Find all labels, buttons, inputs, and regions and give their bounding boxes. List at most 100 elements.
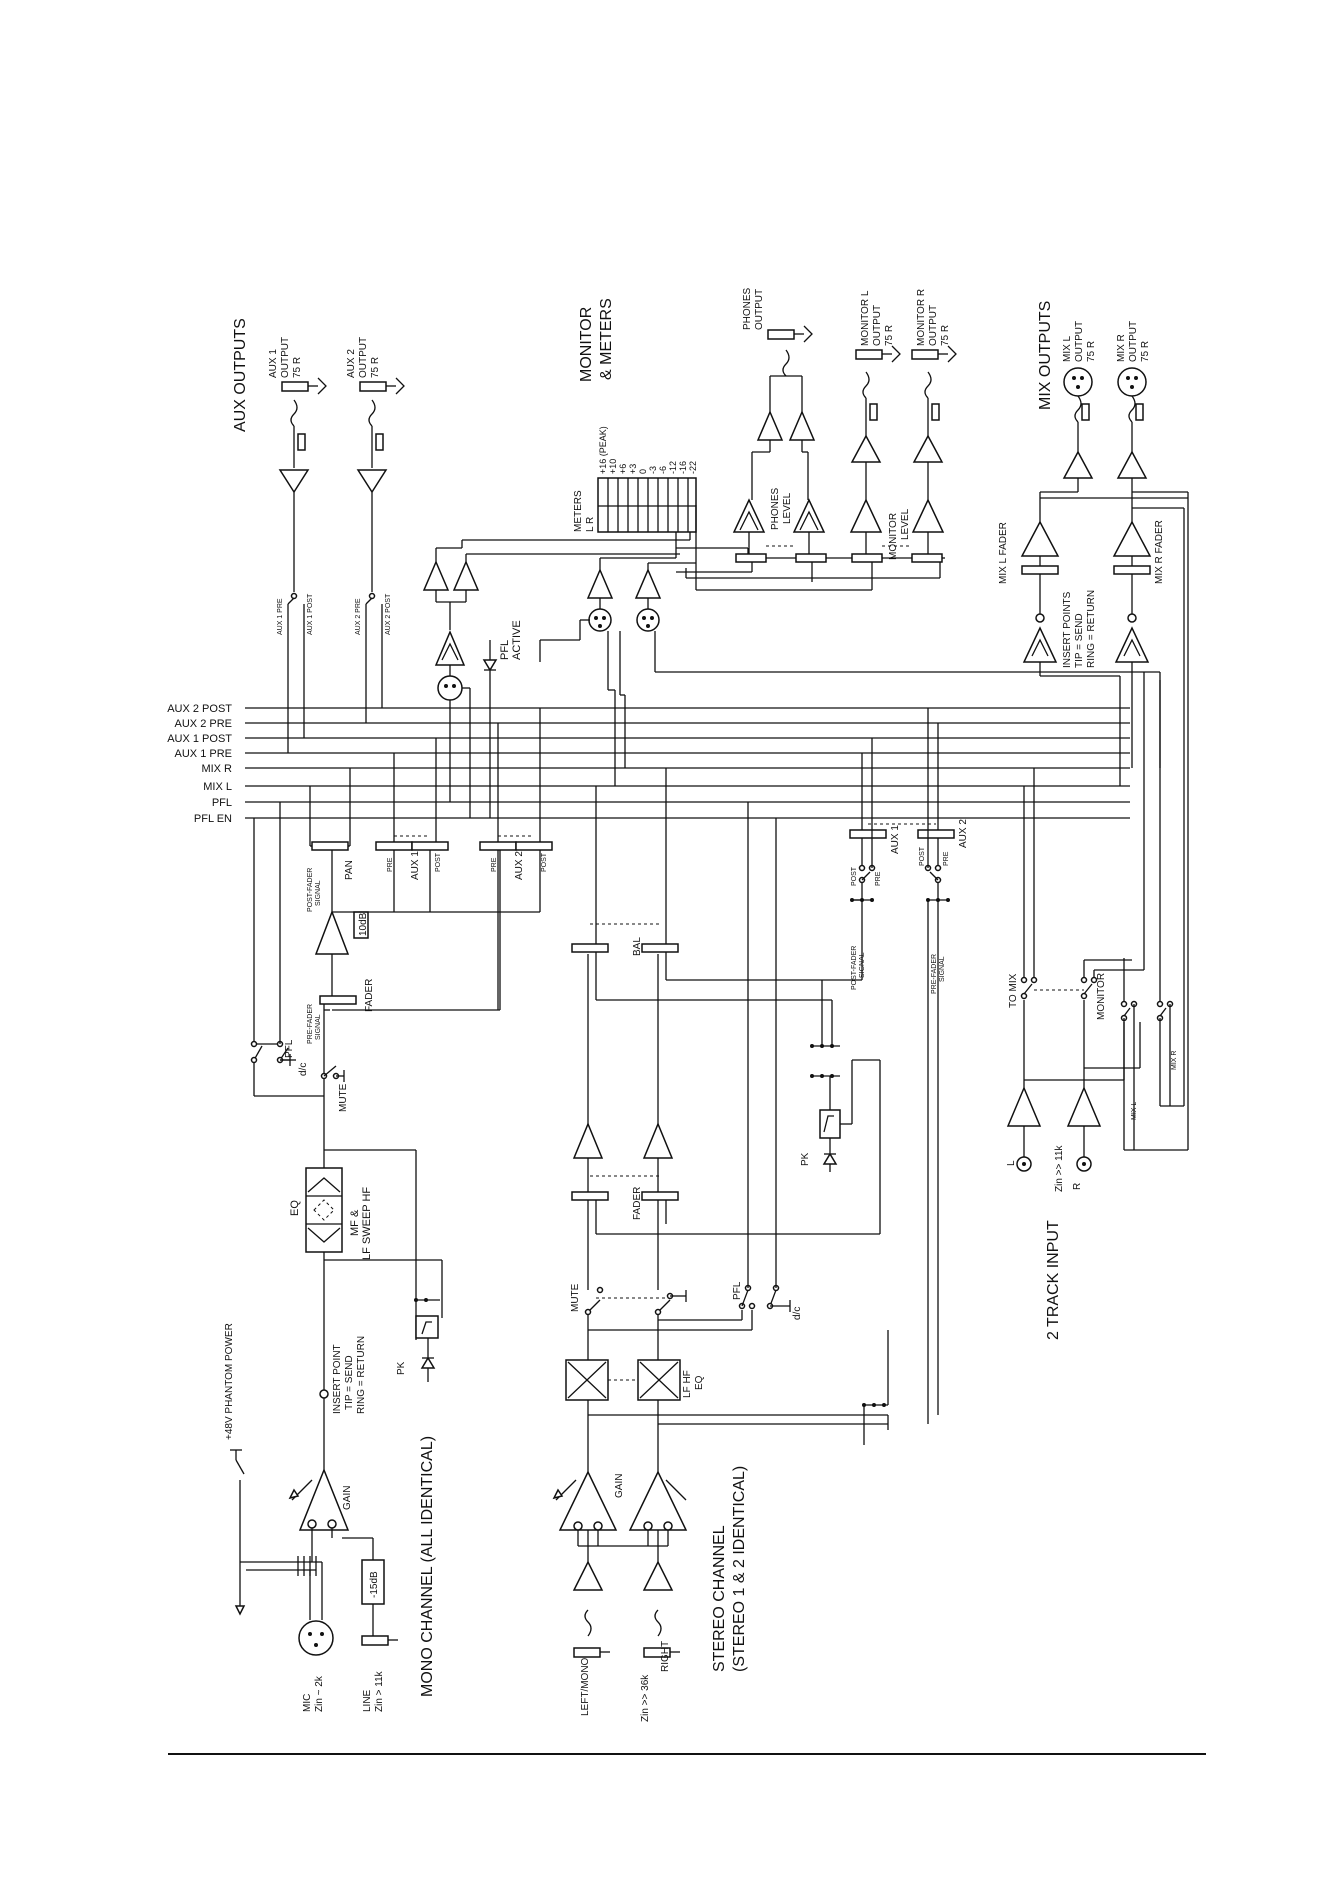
- mono-pfl-label: PFL: [284, 1039, 295, 1058]
- mono-fader-label: FADER: [364, 979, 375, 1012]
- two-track-to-mix-label: TO MIX: [1008, 973, 1019, 1008]
- meters-title: METERS: [573, 490, 584, 532]
- mono-post-fader-label-2: SIGNAL: [315, 880, 322, 906]
- meter-scale-m6: -6: [658, 466, 668, 474]
- bus-labels: AUX 2 POST AUX 2 PRE AUX 1 POST AUX 1 PR…: [167, 703, 232, 825]
- mono-pk-label: PK: [396, 1361, 407, 1375]
- mono-pre-fader-label-2: SIGNAL: [315, 1014, 322, 1040]
- mix-insert-label-2: TIP = SEND: [1074, 613, 1085, 668]
- aux-outputs-block: AUX 1 OUTPUT 75 R AUX 2 OUTPUT 75 R AUX …: [268, 337, 405, 753]
- phones-output-label-1: PHONES: [742, 287, 753, 330]
- mic-label-2: Zin ~ 2k: [314, 1675, 325, 1712]
- aux2-output-label-2: OUTPUT: [358, 337, 369, 378]
- stereo-right-label: RIGHT: [660, 1641, 671, 1672]
- mono-aux1-label: AUX 1: [410, 851, 421, 880]
- bus-label-pfl: PFL: [212, 797, 232, 809]
- stereo-post-fader-label-2: SIGNAL: [859, 952, 866, 978]
- stereo-mute-label: MUTE: [570, 1283, 581, 1312]
- mono-gain-label: GAIN: [342, 1486, 353, 1510]
- bus-label-aux1-pre: AUX 1 PRE: [175, 748, 232, 760]
- bus-label-aux2-pre: AUX 2 PRE: [175, 718, 232, 730]
- eq-sub-label-1: MF &: [349, 1209, 361, 1236]
- aux2-output-label-3: 75 R: [370, 357, 381, 378]
- phones-level-label-1: PHONES: [770, 487, 781, 530]
- line-label-2: Zin > 11k: [374, 1670, 385, 1712]
- phones-level-label-2: LEVEL: [782, 492, 793, 524]
- stereo-eq-label-1: LF HF: [682, 1370, 693, 1398]
- mono-insert-label-1: INSERT POINT: [332, 1344, 343, 1414]
- aux1-post-switch-label: AUX 1 POST: [307, 593, 314, 635]
- section-title-aux-outputs: AUX OUTPUTS: [232, 318, 249, 432]
- mono-phantom-label: +48V PHANTOM POWER: [224, 1323, 235, 1440]
- monitor-r-output-label-3: 75 R: [940, 325, 951, 346]
- meter-scale-m3: -3: [648, 466, 658, 474]
- mono-channel-block: +48V PHANTOM POWER MIC Zin ~ 2k LINE Zin…: [224, 708, 553, 1712]
- stereo-pfl-label: PFL: [732, 1281, 743, 1300]
- mic-label-1: MIC: [302, 1694, 313, 1712]
- mono-insert-label-2: TIP = SEND: [344, 1355, 355, 1410]
- stereo-pre-fader-label-1: PRE-FADER: [931, 954, 938, 994]
- monitor-meters-block: METERS L R +16 (PEAK) +10 +6 +3 0 -3 -6 …: [422, 287, 1160, 818]
- mono-dc-label: d/c: [298, 1063, 309, 1076]
- mix-l-output-label-1: MIX L: [1062, 335, 1073, 362]
- pad-label: -15dB: [369, 1571, 380, 1598]
- mono-post-fader-label-1: POST-FADER: [307, 868, 314, 912]
- mix-insert-label-1: INSERT POINTS: [1062, 591, 1073, 668]
- monitor-level-label-1: MONITOR: [888, 513, 899, 560]
- aux1-output-label-2: OUTPUT: [280, 337, 291, 378]
- stereo-gain-label: GAIN: [614, 1474, 625, 1498]
- meters-lr-label: L R: [585, 517, 596, 532]
- monitor-level-label-2: LEVEL: [900, 508, 911, 540]
- aux1-pre-switch-label: AUX 1 PRE: [277, 598, 284, 635]
- stereo-pre-fader-label-2: SIGNAL: [939, 956, 946, 982]
- two-track-l-label: L: [1006, 1160, 1017, 1166]
- mix-l-output-label-3: 75 R: [1086, 341, 1097, 362]
- meter-scale-m22: -22: [688, 461, 698, 474]
- two-track-mix-r-label: MIX R: [1171, 1051, 1178, 1070]
- stereo-zin-label: Zin >> 36k: [640, 1674, 651, 1722]
- monitor-l-output-label-1: MONITOR L: [860, 290, 871, 346]
- stereo-aux2-label: AUX 2: [958, 819, 969, 848]
- mono-aux2-post-label: POST: [541, 852, 548, 872]
- two-track-r-label: R: [1072, 1183, 1083, 1190]
- bus-label-aux1-post: AUX 1 POST: [167, 733, 232, 745]
- aux2-post-switch-label: AUX 2 POST: [385, 593, 392, 635]
- stereo-post-label-1: POST: [851, 866, 858, 886]
- section-title-meters: & METERS: [598, 298, 615, 380]
- two-track-input-block: L R Zin >> 11k TO MIX MONITOR: [1006, 507, 1189, 1192]
- stereo-bal-label: BAL: [632, 937, 643, 956]
- stereo-post-fader-label-1: POST-FADER: [851, 946, 858, 990]
- bus-label-mix-r: MIX R: [201, 763, 232, 775]
- section-title-mix-outputs: MIX OUTPUTS: [1037, 301, 1054, 410]
- section-title-stereo-identical: (STEREO 1 & 2 IDENTICAL): [731, 1466, 748, 1672]
- stereo-channel-block: LEFT/MONO Zin >> 36k RIGHT GAIN LF HF EQ: [552, 708, 969, 1722]
- section-title-mono-channel: MONO CHANNEL (ALL IDENTICAL): [419, 1436, 436, 1697]
- mix-r-output-label-2: OUTPUT: [1128, 321, 1139, 362]
- section-title-stereo-channel: STEREO CHANNEL: [711, 1525, 728, 1672]
- stereo-left-mono-label: LEFT/MONO: [580, 1657, 591, 1716]
- mix-r-output-label-3: 75 R: [1140, 341, 1151, 362]
- mono-aux2-label: AUX 2: [514, 851, 525, 880]
- stereo-pre-label-2: PRE: [943, 851, 950, 866]
- meter-grid: [607, 478, 689, 532]
- eq-sub-label-2: LF SWEEP HF: [361, 1187, 373, 1260]
- pfl-active-label-2: ACTIVE: [511, 620, 523, 660]
- mono-mute-label: MUTE: [338, 1083, 349, 1112]
- meter-scale-0: 0: [638, 469, 648, 474]
- two-track-monitor-label: MONITOR: [1096, 973, 1107, 1020]
- stereo-dc-label: d/c: [792, 1307, 803, 1320]
- mono-pre-fader-label-1: PRE-FADER: [307, 1004, 314, 1044]
- pfl-active-label-1: PFL: [499, 640, 511, 660]
- monitor-r-output-label-1: MONITOR R: [916, 289, 927, 346]
- stereo-fader-label: FADER: [632, 1187, 643, 1220]
- mono-aux1-pre-label: PRE: [387, 857, 394, 872]
- mix-l-fader-label: MIX L FADER: [998, 522, 1009, 584]
- section-title-two-track-input: 2 TRACK INPUT: [1045, 1220, 1062, 1340]
- stereo-pk-label: PK: [800, 1152, 811, 1166]
- section-title-monitor: MONITOR: [578, 307, 595, 382]
- bus-label-mix-l: MIX L: [203, 781, 232, 793]
- meter-scale-10: +10: [608, 459, 618, 474]
- two-track-mix-l-label: MIX L: [1131, 1102, 1138, 1120]
- meter-scale-6: +6: [618, 464, 628, 474]
